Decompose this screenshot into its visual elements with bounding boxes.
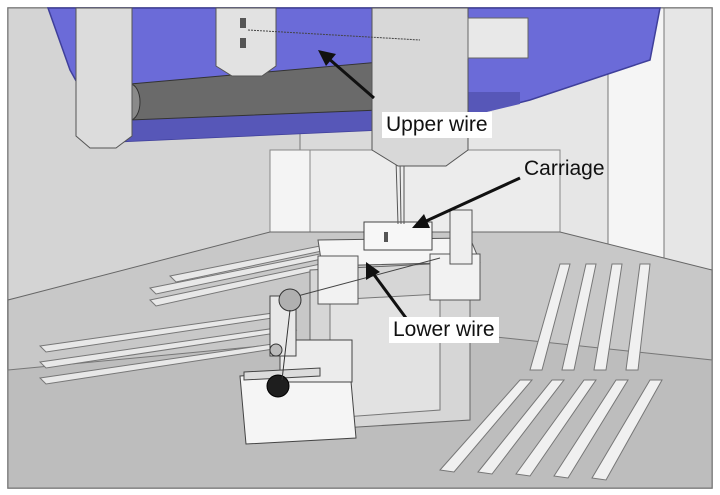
arrow-upper-wire-head (318, 50, 336, 66)
lower-wire-line (289, 257, 441, 299)
left-floor-slots (38, 243, 338, 385)
arrow-lower-wire-head (366, 262, 380, 280)
knob (266, 374, 290, 398)
bridge-leg-left (317, 255, 359, 305)
left-hanger (75, 7, 133, 149)
front-device-arm (243, 367, 321, 381)
hanger-slot-1 (240, 18, 246, 28)
carriage-label: Carriage (524, 157, 605, 180)
left-post (269, 149, 311, 233)
right-floor-slots (439, 263, 663, 481)
carriage-slot (384, 232, 388, 242)
hanger-slot-2 (240, 38, 246, 48)
arrow-lower-wire (370, 271, 408, 319)
upper-wire-label: Upper wire (382, 112, 492, 138)
arrow-carriage (423, 176, 521, 224)
arrow-upper-wire (327, 56, 375, 100)
right-hanger (371, 7, 469, 167)
top-bracket (467, 17, 529, 59)
pulley-mid (269, 343, 283, 357)
upper-wire-line (247, 29, 421, 41)
callout-arrows (318, 50, 521, 319)
lower-wire-label: Lower wire (389, 317, 499, 343)
pulley-top (278, 288, 302, 312)
arrow-carriage-head (412, 214, 430, 228)
device-wire (281, 309, 291, 381)
carriage-wires (395, 159, 405, 225)
right-upright (449, 209, 473, 265)
